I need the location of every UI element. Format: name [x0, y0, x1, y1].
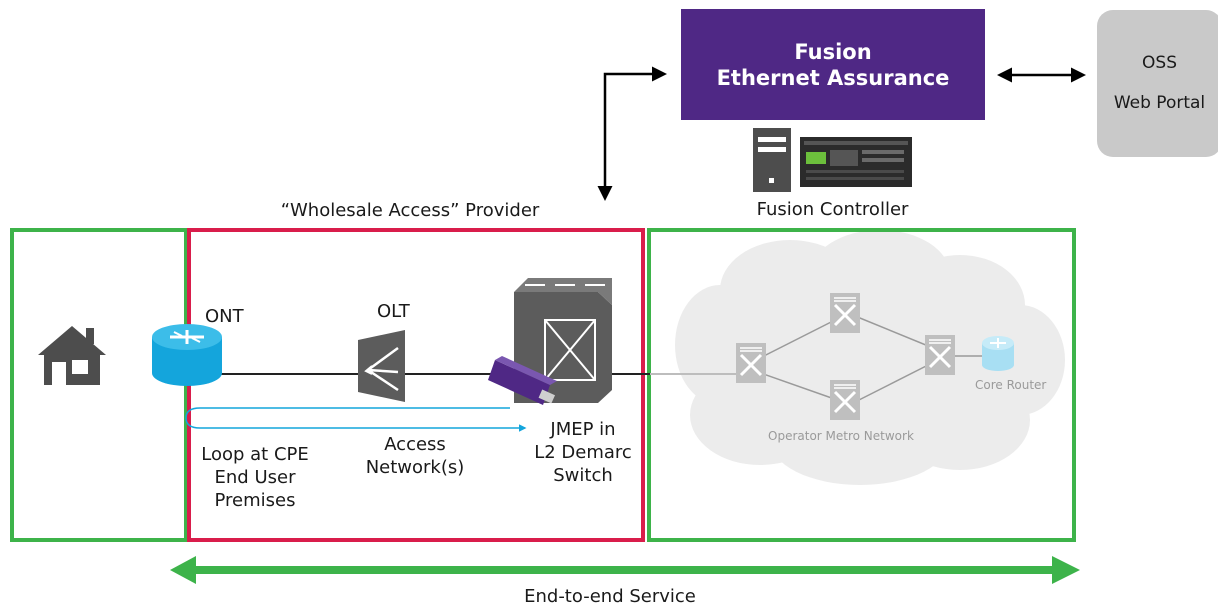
jmep-device-icon [488, 356, 557, 405]
fusion-controller-label: Fusion Controller [756, 199, 909, 220]
ont-router-icon [152, 324, 222, 386]
fusion-title: Fusion [794, 39, 872, 64]
access-label-line: Network(s) [365, 457, 465, 478]
jmep-label-line: JMEP in [550, 419, 616, 440]
metro-network-label: Operator Metro Network [768, 429, 914, 443]
metro-switch-icon [925, 335, 955, 375]
fusion-ethernet-assurance-box: Fusion Ethernet Assurance [681, 9, 985, 120]
jmep-label-line: Switch [553, 465, 613, 486]
loop-label-line: End User [214, 467, 296, 488]
fusion-subtitle: Ethernet Assurance [716, 65, 950, 90]
metro-cloud [675, 230, 1065, 485]
loop-arrow [185, 407, 527, 432]
olt-label: OLT [377, 301, 410, 322]
metro-switch-icon [830, 380, 860, 420]
oss-label: OSS [1142, 53, 1177, 73]
end-to-end-arrow [170, 556, 1080, 584]
loop-label-line: Premises [214, 490, 296, 511]
jmep-label: JMEP in L2 Demarc Switch [528, 418, 638, 487]
house-icon [38, 326, 106, 385]
access-label-line: Access [384, 434, 446, 455]
loop-label-line: Loop at CPE [201, 444, 309, 465]
metro-switch-icon [830, 293, 860, 333]
metro-switch-icon [736, 343, 766, 383]
oss-web-portal-box: OSS Web Portal [1097, 10, 1218, 157]
core-router-label: Core Router [975, 378, 1047, 392]
controller-link-arrow [597, 66, 667, 201]
wholesale-provider-label: “Wholesale Access” Provider [280, 200, 540, 221]
server-icon [753, 128, 791, 192]
jmep-label-line: L2 Demarc [534, 442, 632, 463]
access-network-label: Access Network(s) [365, 433, 465, 479]
metro-mesh [751, 315, 995, 403]
loop-label: Loop at CPE End User Premises [195, 443, 315, 512]
operator-box [647, 228, 1076, 542]
olt-icon [358, 330, 405, 402]
ont-label: ONT [205, 306, 244, 327]
dashboard-screenshot-icon [800, 137, 912, 187]
end-to-end-service-label: End-to-end Service [524, 586, 696, 607]
web-portal-label: Web Portal [1113, 93, 1206, 113]
core-router-icon [982, 336, 1014, 371]
